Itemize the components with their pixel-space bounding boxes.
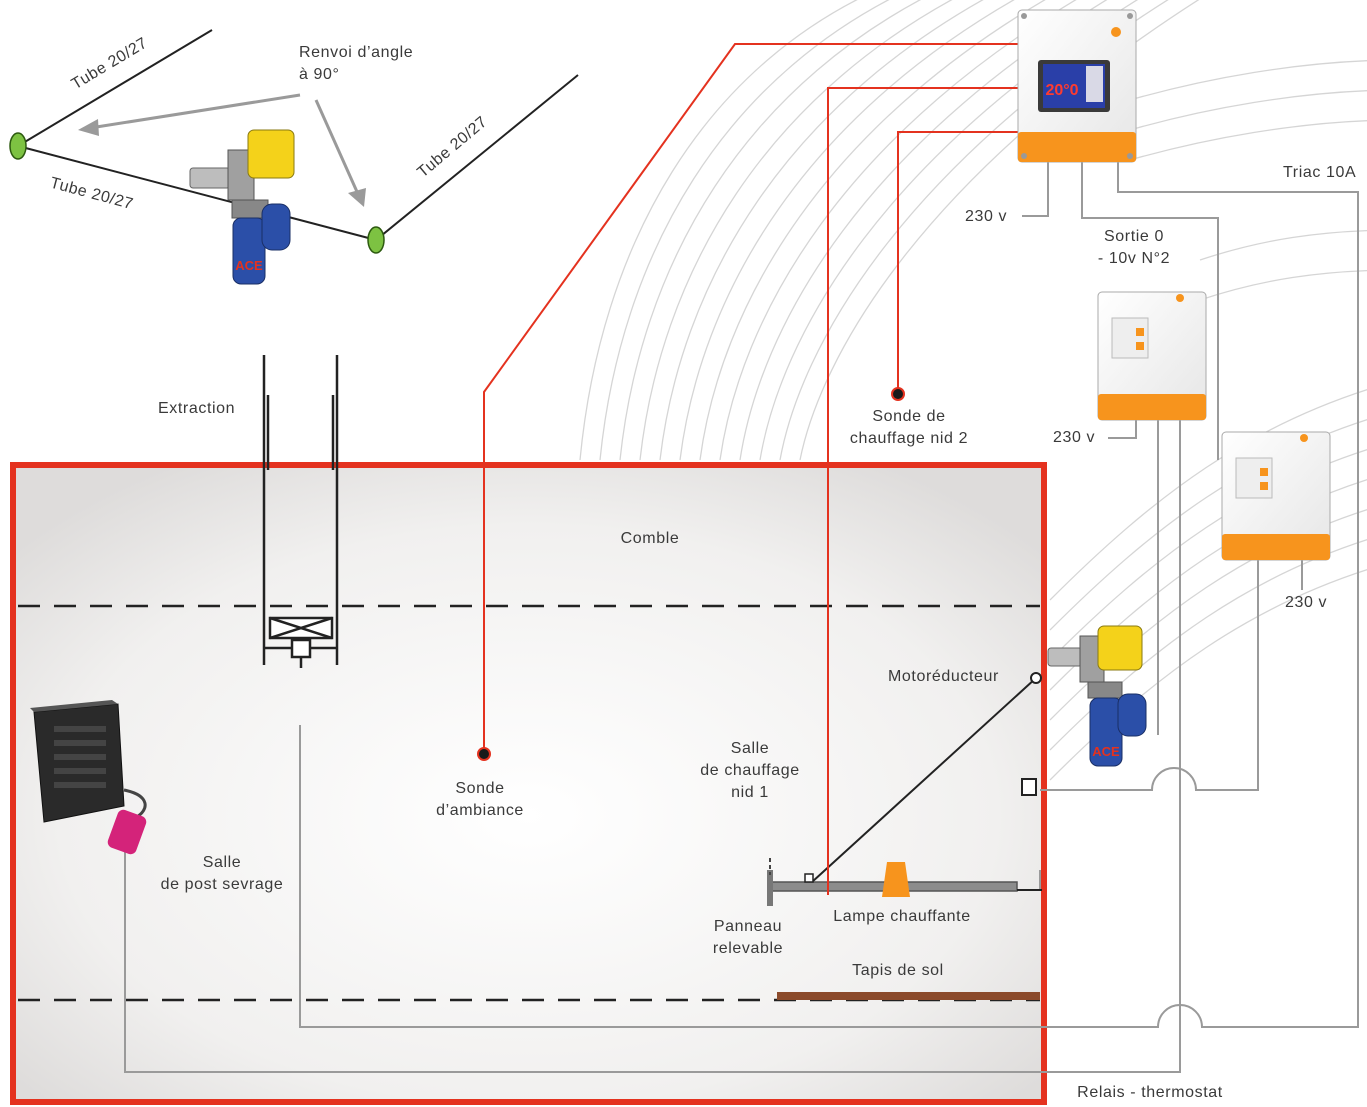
panneau-relevable-label: Panneau relevable (712, 918, 784, 957)
relay-box-1[interactable] (1097, 291, 1207, 421)
pulley-icon (1030, 672, 1042, 684)
controller-display: 20°0 (1045, 82, 1078, 99)
sensor-wires (483, 43, 1020, 895)
relais-thermostat-label: Relais - thermostat (1077, 1084, 1223, 1101)
sonde-ambiance-label: Sonde d’ambiance (436, 780, 524, 819)
renvoi-angle-label: Renvoi d’angle à 90° (299, 44, 414, 83)
wall-connector (1021, 778, 1037, 796)
electric-heater-icon (30, 700, 147, 855)
sonde-chauffage-label: Sonde de chauffage nid 2 (849, 408, 969, 447)
sonde-ambiance-dot (477, 747, 491, 761)
tube-geometry (17, 29, 579, 241)
motoreducteur-label: Motoréducteur (888, 668, 999, 685)
triac-label: Triac 10A (1283, 164, 1357, 181)
svg-text:ACE: ACE (1092, 744, 1120, 759)
elbow-joint-left (9, 132, 27, 160)
main-controller[interactable]: 20°0 (1017, 9, 1137, 163)
motor-reducer-right-icon: ACE (1047, 625, 1147, 767)
svg-text:ACE: ACE (235, 258, 263, 273)
extraction-duct (262, 355, 339, 668)
elbow-joint-right (367, 226, 385, 254)
angle-arrows (78, 93, 366, 207)
sortie-label: Sortie 0 - 10v N°2 (1097, 228, 1171, 267)
motor-reducer-top-icon: ACE (189, 129, 295, 285)
wiring (124, 160, 1359, 1073)
voltage-label-relay-2: 230 v (1285, 594, 1328, 611)
floor-mat (777, 992, 1040, 1000)
voltage-label-controller: 230 v (965, 208, 1008, 225)
sonde-chauffage-dot (891, 387, 905, 401)
room-outline (10, 462, 1047, 1105)
salle-chauffage-label: Salle de chauffage nid 1 (700, 740, 800, 801)
lampe-chauffante-label: Lampe chauffante (833, 908, 971, 925)
tapis-de-sol-label: Tapis de sol (852, 962, 944, 979)
relay-box-2[interactable] (1221, 431, 1331, 561)
panel-hook (804, 873, 814, 883)
salle-post-sevrage-label: Salle de post sevrage (160, 854, 284, 893)
panel-hinge (767, 870, 773, 906)
background-arcs (579, 0, 1367, 781)
extraction-label: Extraction (158, 400, 236, 417)
comble-label: Comble (620, 530, 680, 547)
heat-lamp-icon (882, 862, 910, 897)
voltage-label-relay-1: 230 v (1053, 429, 1096, 446)
